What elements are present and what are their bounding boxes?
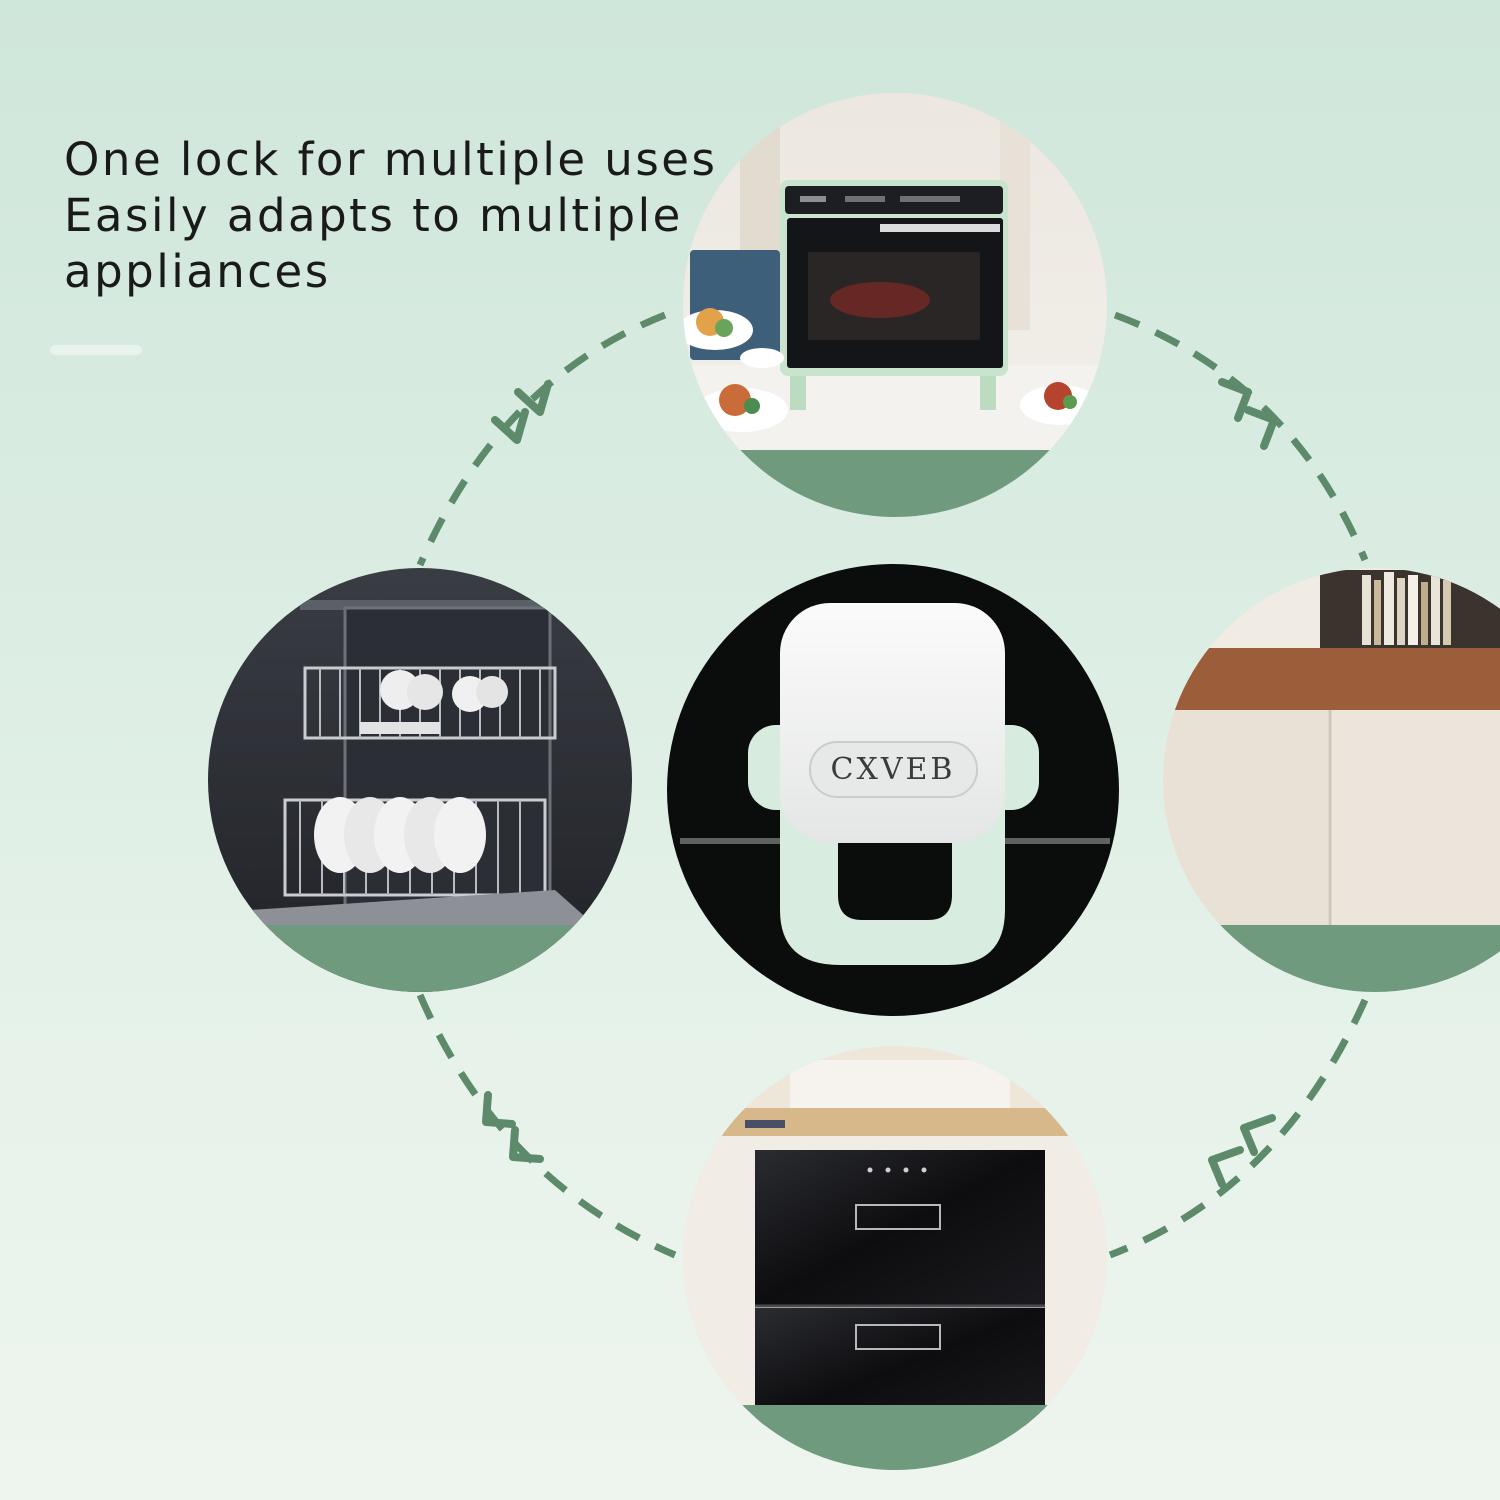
dishwasher-image xyxy=(208,568,632,992)
cabinet-image xyxy=(1163,568,1500,992)
double-chevron-arrow-icon xyxy=(482,1091,544,1163)
oven-image xyxy=(683,93,1107,517)
decorative-smudge xyxy=(50,345,142,355)
double-chevron-arrow-icon xyxy=(491,380,552,444)
double-chevron-arrow-icon xyxy=(1218,378,1278,450)
headline-line-1: One lock for multiple uses xyxy=(64,133,718,186)
drawer-appliance-image xyxy=(683,1046,1107,1470)
headline-line-3: appliances xyxy=(64,245,331,298)
child-lock-image: CXVEB xyxy=(667,564,1119,1016)
double-chevron-arrow-icon xyxy=(1208,1114,1276,1188)
headline-line-2: Easily adapts to multiple xyxy=(64,189,683,242)
headline: One lock for multiple uses Easily adapts… xyxy=(64,132,724,300)
brand-label: CXVEB xyxy=(831,752,956,787)
dashed-connector-ring xyxy=(416,311,1369,1259)
